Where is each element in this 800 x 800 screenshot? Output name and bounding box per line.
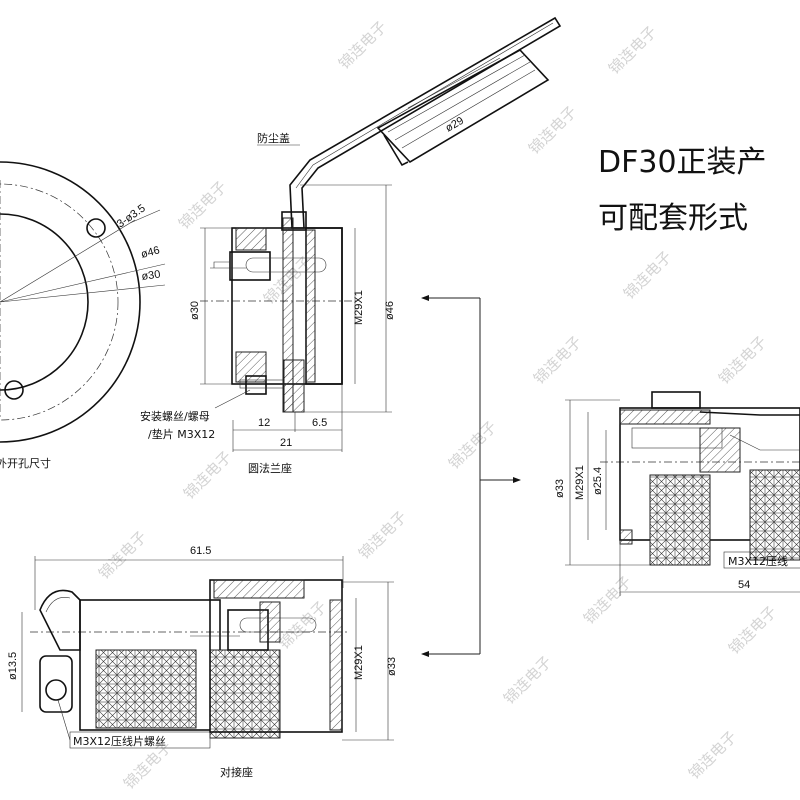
watermark-text: 锦连电子 xyxy=(715,333,770,388)
watermark-text: 锦连电子 xyxy=(175,178,230,233)
dust-cap: ø29 防尘盖 xyxy=(257,16,562,229)
plug-d13-5: ø13.5 xyxy=(7,652,19,680)
title-line-1: DF30正装产 xyxy=(598,145,767,180)
flange-base-label: 圆法兰座 xyxy=(248,461,292,475)
len-6-5: 6.5 xyxy=(312,417,327,429)
right-thread: M29X1 xyxy=(574,465,586,500)
mating-plug-section: 61.5 ø13.5 M29X1 ø33 M3X12压线片螺丝 对接座 xyxy=(7,545,398,779)
watermark-text: 锦连电子 xyxy=(580,573,635,628)
flange-base-section: ø30 M29X1 ø46 12 6.5 21 圆法兰座 安装螺丝/螺母 /垫片… xyxy=(140,184,396,475)
dust-cap-label: 防尘盖 xyxy=(257,131,290,145)
len-12: 12 xyxy=(258,417,270,429)
watermarks: 锦连电子 锦连电子 锦连电子 锦连电子 锦连电子 锦连电子 锦连电子 锦连电子 … xyxy=(95,18,780,793)
screw-note-1: 安装螺丝/螺母 xyxy=(140,409,210,423)
watermark-text: 锦连电子 xyxy=(180,448,235,503)
watermark-text: 锦连电子 xyxy=(725,603,780,658)
mating-arrows xyxy=(421,295,521,657)
crimp-screw-label: M3X12压线片螺丝 xyxy=(73,734,166,748)
right-d25-4: ø25.4 xyxy=(592,467,604,495)
watermark-text: 锦连电子 xyxy=(685,728,740,783)
screw-note-2: /垫片 M3X12 xyxy=(148,427,215,441)
flange-d46: ø46 xyxy=(384,301,396,320)
right-d33: ø33 xyxy=(554,479,566,498)
flange-thread: M29X1 xyxy=(353,290,365,325)
title-line-2: 可配套形式 xyxy=(598,201,748,236)
hole-dimension: 3-ø3.5 xyxy=(115,202,148,230)
d30-dimension: ø30 xyxy=(141,268,161,283)
watermark-text: 锦连电子 xyxy=(275,598,330,653)
len-54: 54 xyxy=(738,579,750,591)
title-block: DF30正装产 可配套形式 xyxy=(598,145,767,236)
len-21: 21 xyxy=(280,437,292,449)
watermark-text: 锦连电子 xyxy=(95,528,150,583)
crimp-screw-right-label: M3X12压线 xyxy=(728,554,788,568)
watermark-text: 锦连电子 xyxy=(445,418,500,473)
plug-thread: M29X1 xyxy=(353,645,365,680)
watermark-text: 锦连电子 xyxy=(530,333,585,388)
flange-d30: ø30 xyxy=(189,301,201,320)
right-assembly-section: ø33 M29X1 ø25.4 54 M3X12压线 xyxy=(554,391,800,596)
panel-hole-label: 外开孔尺寸 xyxy=(0,456,51,470)
len-61-5: 61.5 xyxy=(190,545,211,557)
watermark-text: 锦连电子 xyxy=(620,248,675,303)
d46-dimension: ø46 xyxy=(140,244,161,261)
watermark-text: 锦连电子 xyxy=(335,18,390,73)
panel-hole-view: 3-ø3.5 ø46 ø30 外开孔尺寸 xyxy=(0,161,166,470)
mating-plug-label: 对接座 xyxy=(220,765,253,779)
watermark-text: 锦连电子 xyxy=(500,653,555,708)
watermark-text: 锦连电子 xyxy=(355,508,410,563)
plug-d33: ø33 xyxy=(386,657,398,676)
watermark-text: 锦连电子 xyxy=(605,23,660,78)
watermark-text: 锦连电子 xyxy=(525,103,580,158)
